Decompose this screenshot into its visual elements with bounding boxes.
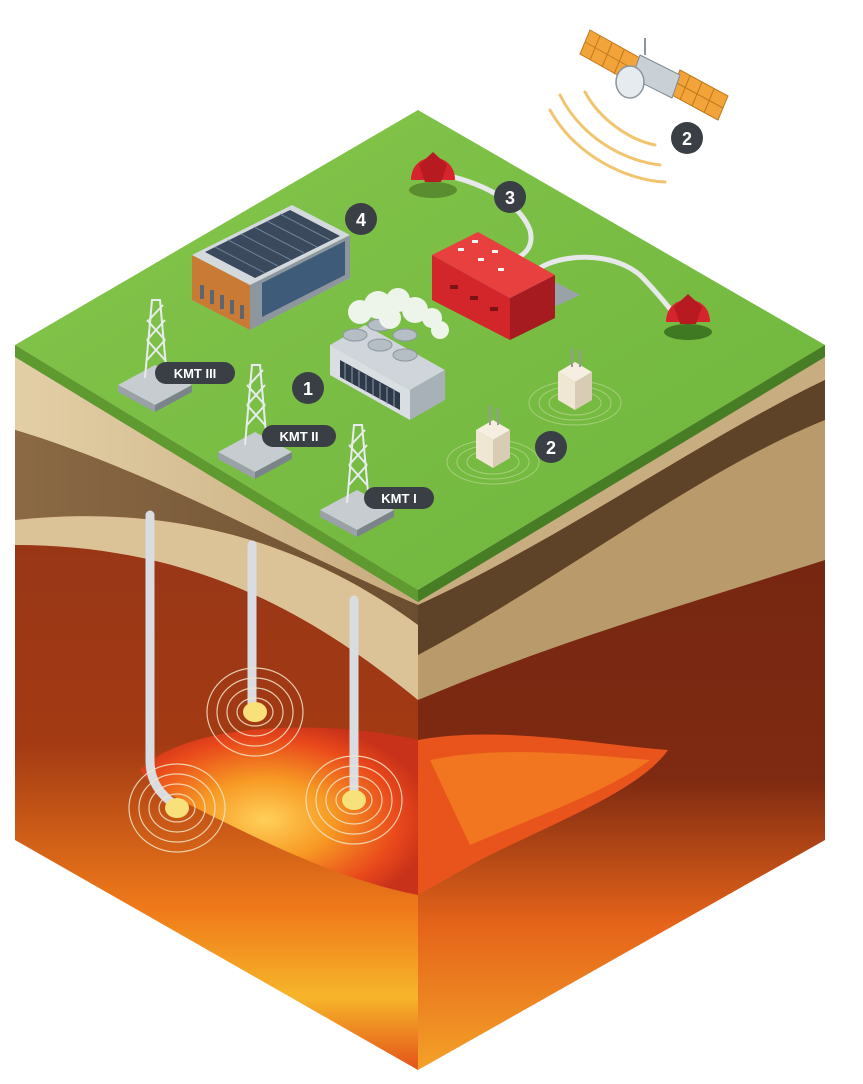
marker-4-text: 4 — [356, 210, 366, 230]
well-tip-kmt-i — [342, 790, 366, 810]
magma-chamber — [140, 727, 418, 895]
magma-glow — [430, 752, 650, 845]
ground-surface — [15, 110, 825, 602]
soil-layer-dark-left — [15, 430, 418, 625]
well-label-kmt-ii: KMT II — [262, 425, 336, 447]
well-target-kmt-iii — [128, 763, 226, 853]
marker-1: 1 — [292, 372, 324, 404]
gas-domes — [409, 152, 712, 340]
well-target-kmt-ii — [206, 667, 304, 757]
steam-clouds — [348, 288, 449, 339]
marker-4: 4 — [345, 203, 377, 235]
soil-layer-sand-right — [418, 420, 825, 700]
well-tip-kmt-ii — [243, 702, 267, 722]
soil-layer-sand-left — [15, 516, 418, 700]
well-label-kmt-iii-text: KMT III — [174, 366, 217, 381]
marker-3: 3 — [494, 181, 526, 213]
signal-waves — [548, 90, 667, 184]
marker-2-stations: 2 — [535, 431, 567, 463]
grass-edge-left — [15, 345, 418, 602]
well-target-kmt-i — [305, 755, 403, 845]
dome-left — [409, 152, 457, 198]
marker-1-text: 1 — [303, 379, 313, 399]
drill-rig-kmt-ii — [218, 364, 292, 479]
soil-layer-dark-right — [418, 380, 825, 655]
power-plant — [330, 288, 449, 420]
grass-top — [15, 110, 825, 590]
red-power-building — [430, 232, 580, 340]
office-building — [192, 205, 350, 330]
dome-right — [664, 294, 712, 340]
marker-3-text: 3 — [505, 188, 515, 208]
station-2 — [528, 348, 622, 426]
well-label-kmt-iii: KMT III — [155, 362, 235, 384]
marker-2-stations-text: 2 — [546, 438, 556, 458]
well-tip-kmt-iii — [165, 798, 189, 818]
well-label-kmt-i-text: KMT I — [381, 491, 416, 506]
well-bores — [128, 510, 403, 853]
monitoring-stations — [446, 348, 622, 485]
station-1 — [446, 405, 540, 485]
well-label-kmt-i: KMT I — [364, 487, 434, 509]
satellite — [548, 29, 729, 184]
marker-2-satellite-text: 2 — [682, 129, 692, 149]
grass-edge-right — [418, 345, 825, 602]
well-label-kmt-ii-text: KMT II — [280, 429, 319, 444]
solar-panel-right — [669, 69, 729, 121]
marker-2-satellite: 2 — [671, 122, 703, 154]
